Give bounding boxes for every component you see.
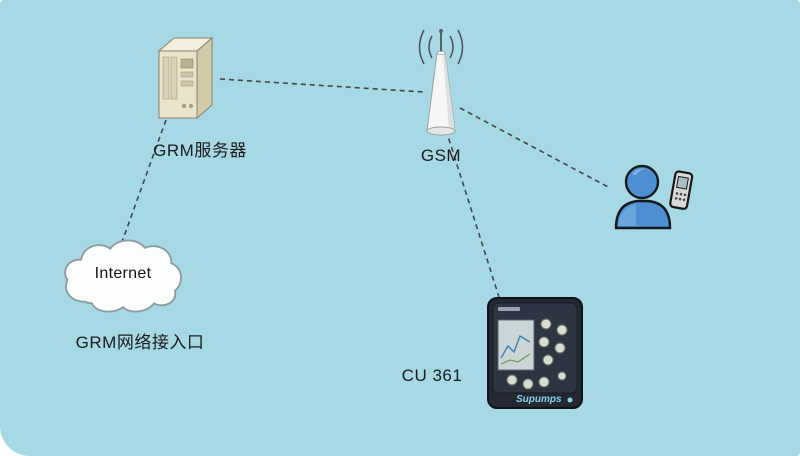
gsm-antenna-icon <box>418 29 464 136</box>
device-brand-text: Supumps <box>516 394 562 405</box>
edge-server-gsm <box>219 78 425 93</box>
internet-caption: GRM网络接入口 <box>75 333 205 352</box>
gsm-node <box>408 22 474 140</box>
signal-waves-icon <box>418 29 464 65</box>
server-icon <box>157 36 214 120</box>
internet-node: Internet <box>58 236 188 318</box>
gsm-label: GSM <box>420 146 462 165</box>
internet-label: Internet <box>94 265 152 282</box>
server-label: GRM服务器 <box>153 141 247 160</box>
cu361-node: Supumps <box>486 296 584 410</box>
cloud-icon <box>64 239 182 313</box>
person-icon <box>614 164 694 230</box>
cu361-device-icon: Supumps <box>487 297 583 409</box>
edge-gsm-mobile-user <box>459 107 611 189</box>
cu361-label: CU 361 <box>401 366 463 385</box>
phone-icon <box>669 170 694 210</box>
mobile-user-node <box>606 156 698 232</box>
server-node <box>148 32 220 128</box>
